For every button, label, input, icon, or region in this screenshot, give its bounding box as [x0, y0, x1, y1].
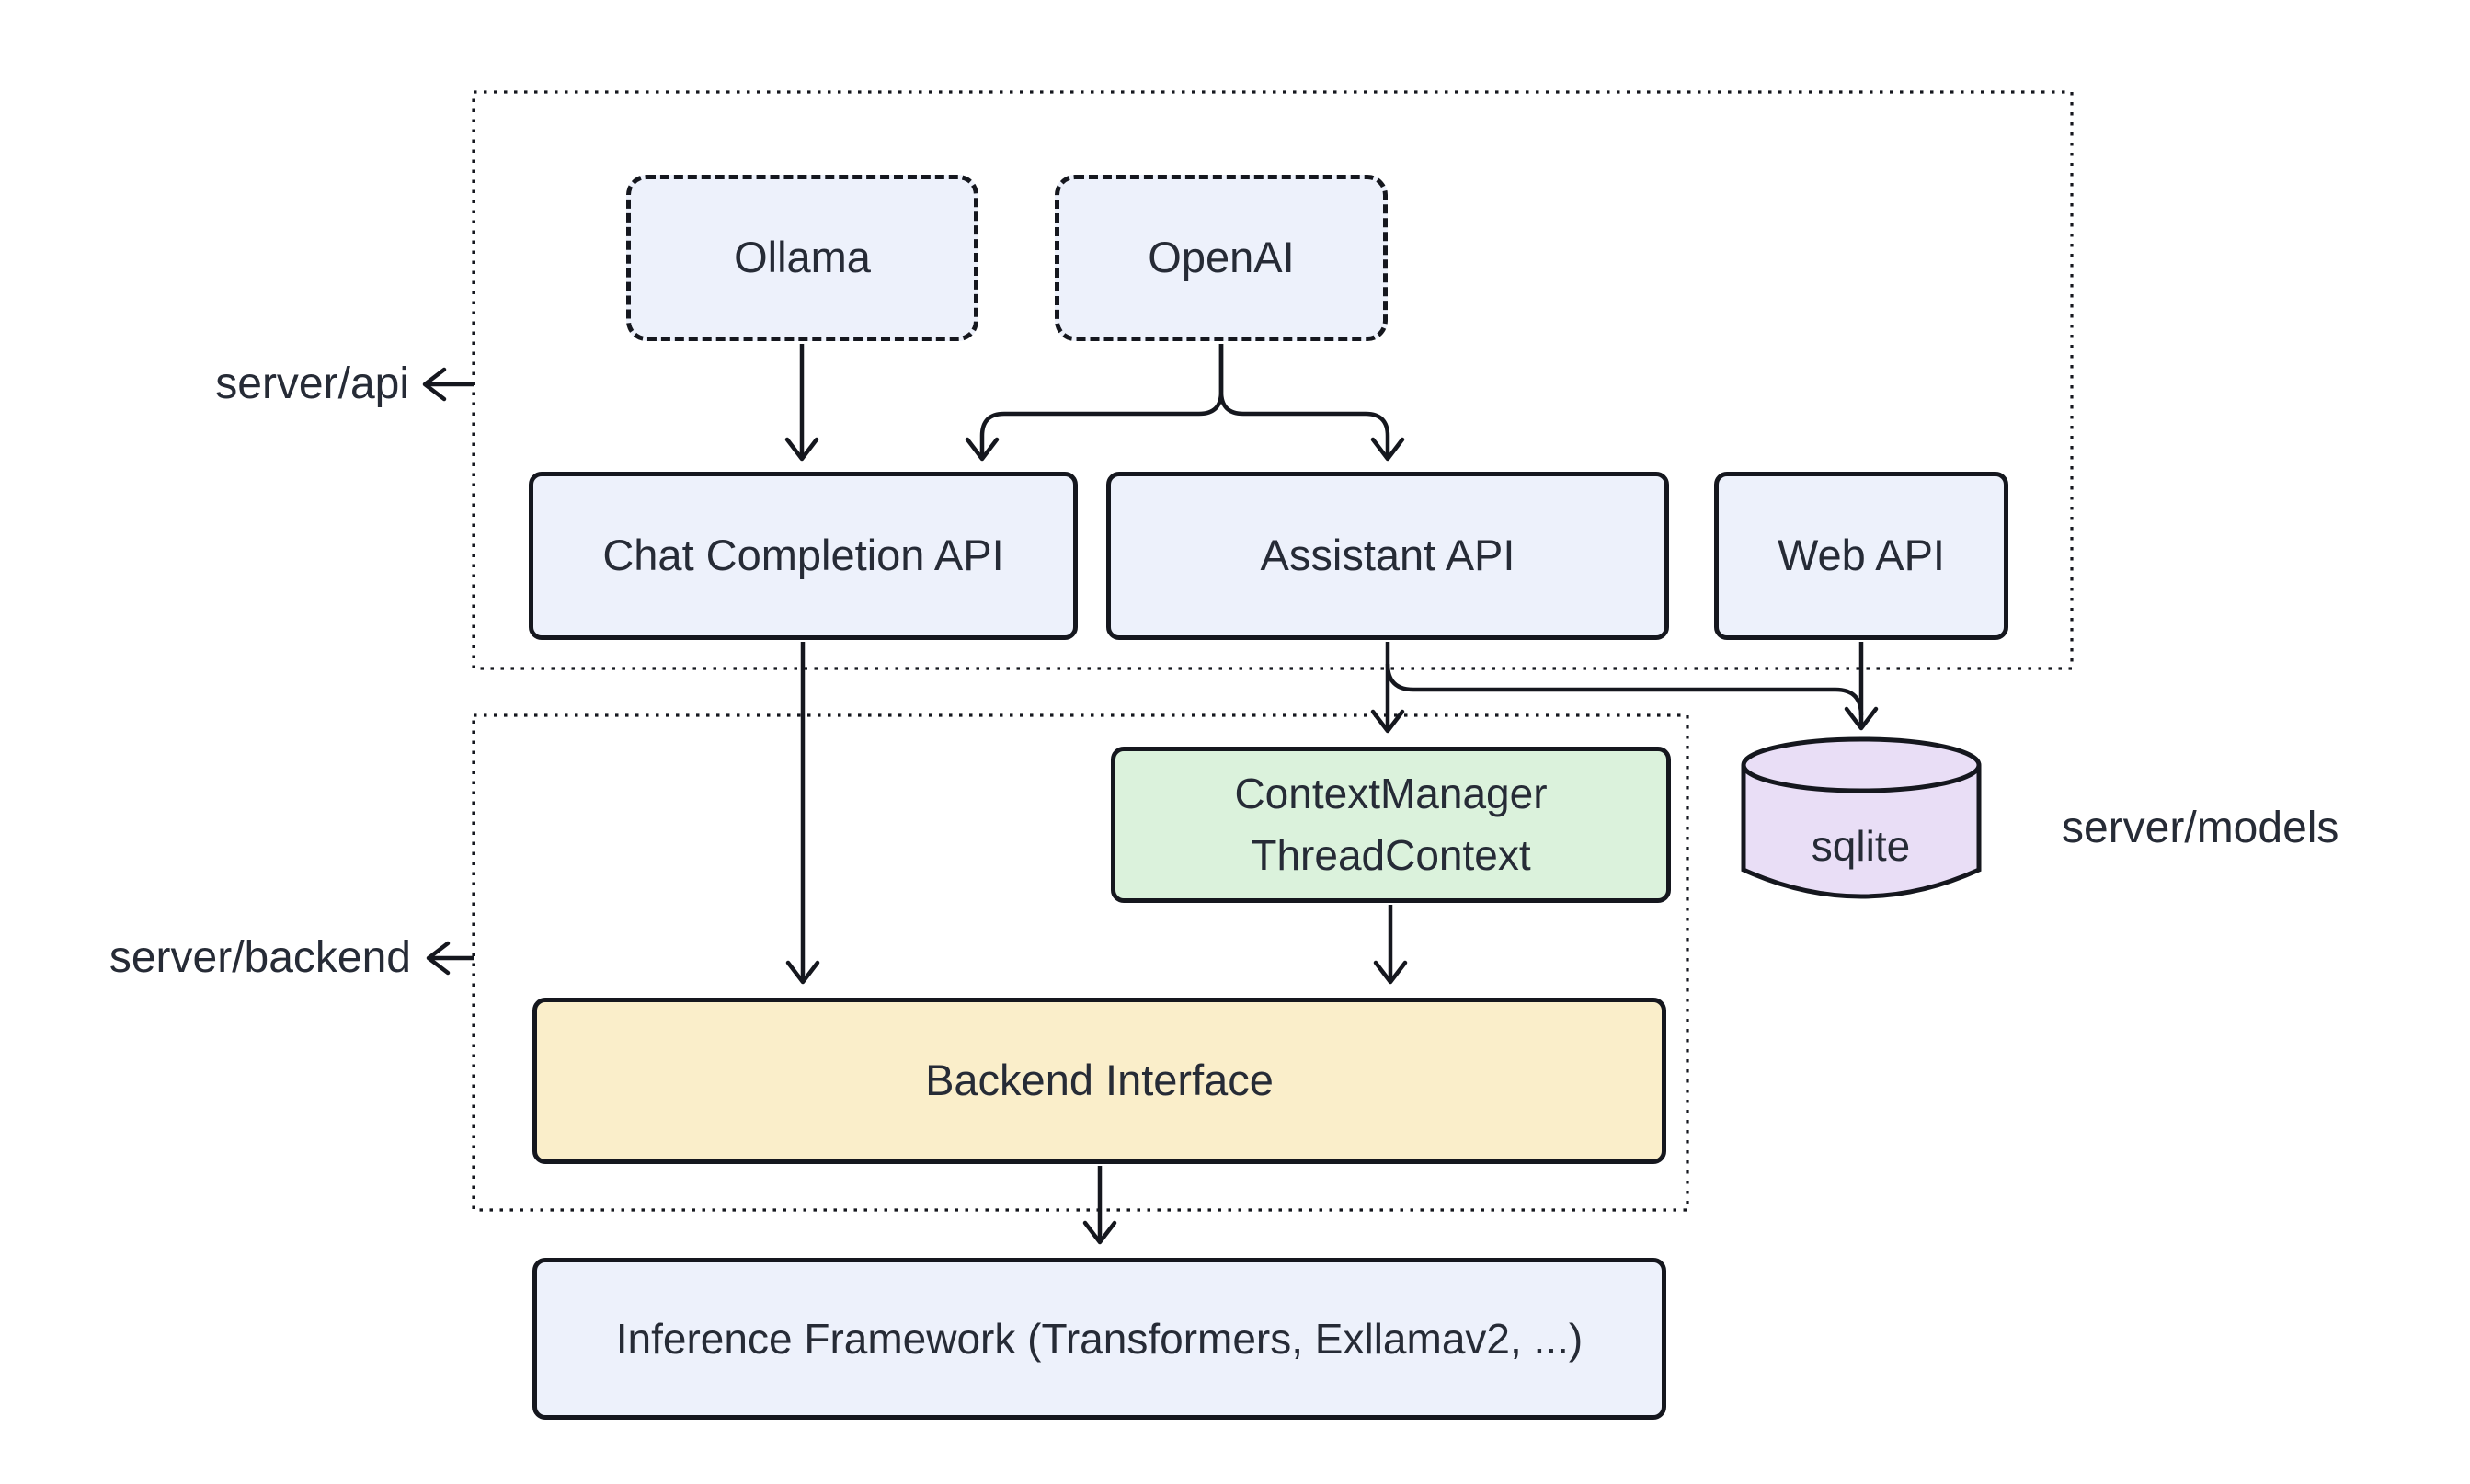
- node-inference-framework: Inference Framework (Transformers, Exlla…: [532, 1258, 1666, 1420]
- node-openai: OpenAI: [1055, 175, 1388, 341]
- edge-assistant-to-sqlite-branch: [1385, 663, 1864, 716]
- node-ollama: Ollama: [626, 175, 978, 341]
- node-context-manager: ContextManager ThreadContext: [1111, 747, 1671, 903]
- node-chat-completion-api-label: Chat Completion API: [602, 531, 1004, 580]
- node-context-manager-line1: ContextManager: [1234, 770, 1548, 818]
- node-backend-interface-label: Backend Interface: [925, 1056, 1274, 1105]
- node-assistant-api: Assistant API: [1106, 472, 1669, 640]
- node-chat-completion-api: Chat Completion API: [529, 472, 1078, 640]
- node-openai-label: OpenAI: [1148, 233, 1295, 282]
- label-server-api: server/api: [215, 360, 409, 408]
- node-web-api: Web API: [1714, 472, 2008, 640]
- label-server-backend: server/backend: [109, 933, 411, 982]
- label-server-models: server/models: [2062, 804, 2339, 852]
- node-ollama-label: Ollama: [734, 233, 871, 282]
- edge-openai-to-assistant: [1218, 344, 1405, 462]
- edge-openai-to-chat-completion: [965, 344, 1224, 462]
- node-backend-interface: Backend Interface: [532, 998, 1666, 1164]
- group-server-api-frame: [472, 90, 2074, 670]
- node-web-api-label: Web API: [1777, 531, 1945, 580]
- node-inference-framework-label: Inference Framework (Transformers, Exlla…: [615, 1314, 1584, 1363]
- node-context-manager-line2: ThreadContext: [1251, 831, 1531, 879]
- database-sqlite-shape: [1741, 736, 1982, 899]
- node-assistant-api-label: Assistant API: [1260, 531, 1515, 580]
- database-sqlite-label: sqlite: [1811, 821, 1911, 870]
- group-server-backend-frame: [472, 713, 1689, 1212]
